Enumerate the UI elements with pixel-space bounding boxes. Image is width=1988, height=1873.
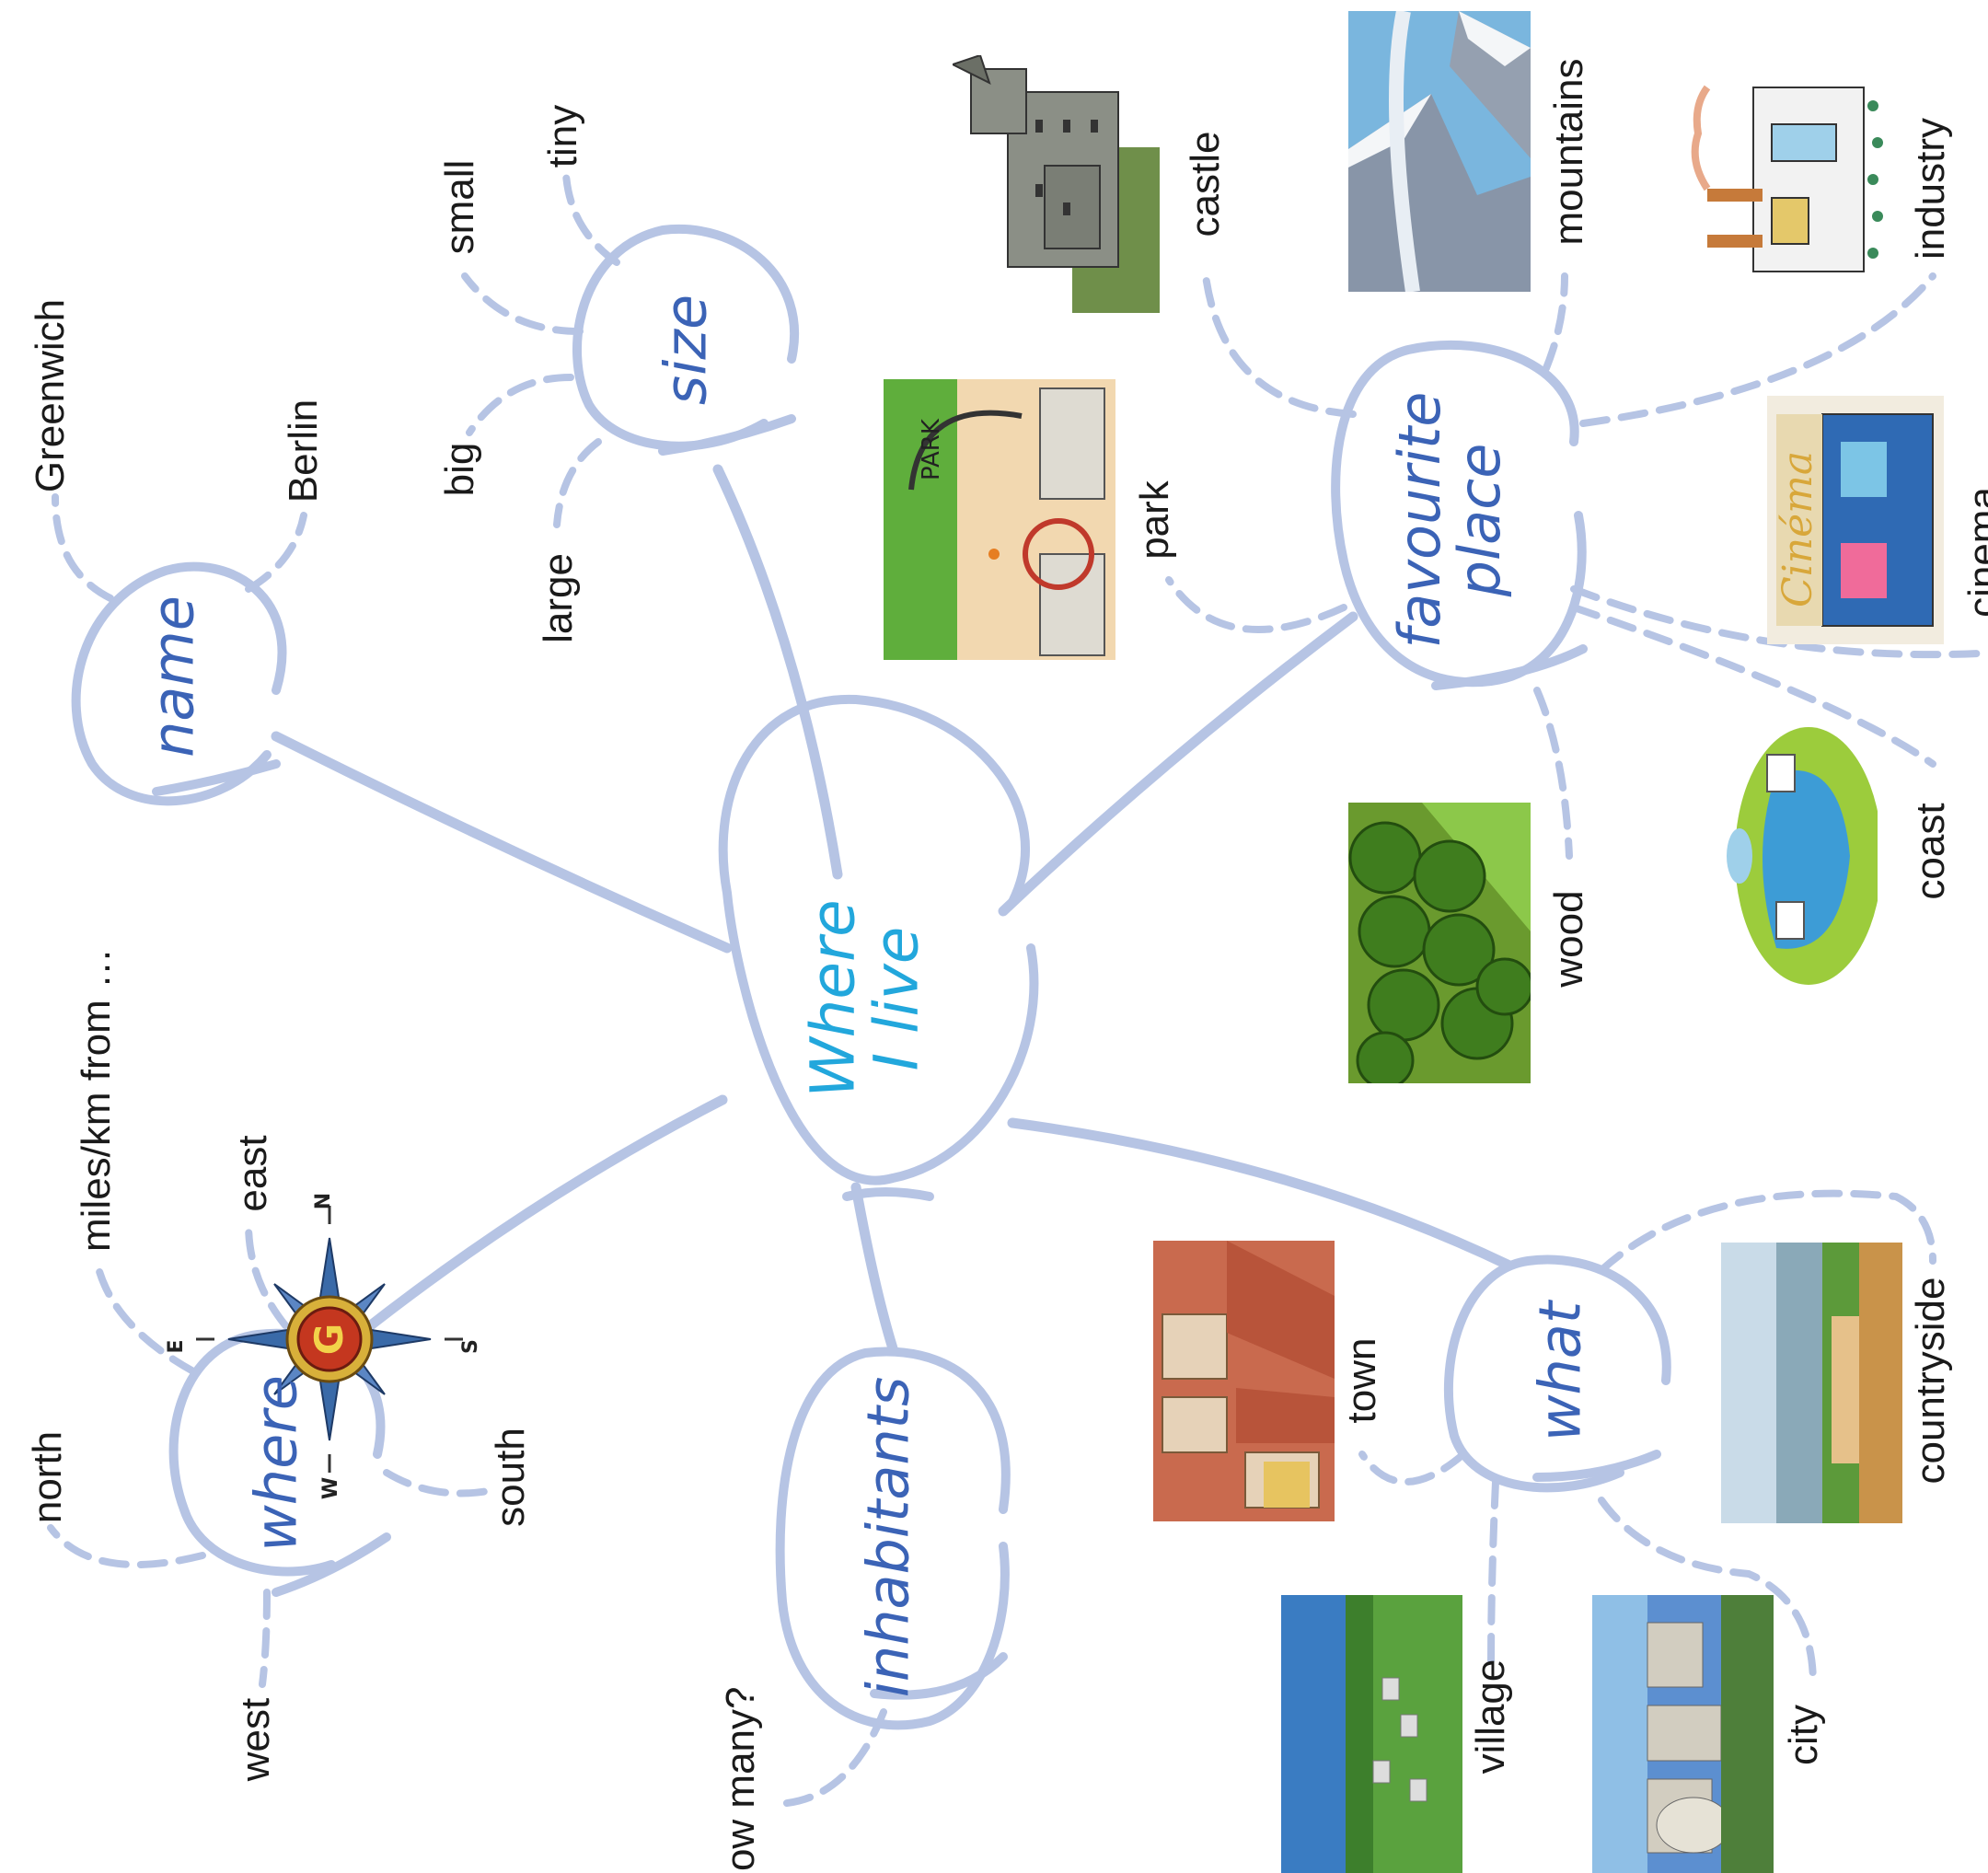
hub-circle-inhabitants — [775, 1347, 1011, 1730]
leaf-coast: coast — [1908, 803, 1953, 900]
center-title-line2: I live — [861, 926, 932, 1071]
hub-circle-center — [718, 694, 1039, 1185]
wood-picture — [1348, 803, 1531, 1083]
connector-what — [1007, 1117, 1515, 1271]
leaf-industry: industry — [1908, 117, 1953, 260]
dash-city — [1598, 1497, 1817, 1688]
dash-castle — [1202, 272, 1357, 418]
dash-greenwich — [52, 493, 114, 602]
hub-tail-inhabitants — [870, 1652, 1008, 1700]
dash-industry — [1579, 272, 1936, 427]
dash-wood — [1533, 687, 1573, 860]
leaf-park: park — [1132, 480, 1177, 560]
dash-big — [466, 374, 574, 436]
village-picture — [1281, 1595, 1462, 1873]
compass-east-letter: E — [165, 1339, 188, 1353]
leaf-mountains: mountains — [1546, 58, 1591, 246]
dash-south — [383, 1469, 491, 1497]
leaf-cinema: cinema — [1960, 487, 1988, 618]
leaf-city: city — [1781, 1705, 1826, 1765]
leaf-berlin: Berlin — [281, 399, 326, 503]
dash-town — [1358, 1451, 1467, 1486]
hub-circle-what — [1444, 1254, 1671, 1493]
dash-berlin — [245, 512, 307, 593]
leaf-west: west — [233, 1697, 278, 1782]
hub-tail-what — [1532, 1450, 1661, 1482]
leaf-village: village — [1468, 1659, 1513, 1775]
factory-icon — [1691, 85, 1883, 272]
hub-tail-where — [272, 1532, 391, 1597]
hub-tail-size — [658, 414, 796, 456]
hub-favourite-place: favourite place — [1385, 391, 1513, 649]
cinema-sign: Cinéma — [1774, 451, 1821, 607]
leaf-town: town — [1339, 1337, 1384, 1424]
dash-coast — [1570, 604, 1936, 768]
dash-north — [47, 1524, 206, 1568]
leaf-greenwich: Greenwich — [28, 298, 73, 493]
hub-tail-name — [152, 759, 281, 796]
dash-countryside — [1598, 1189, 1936, 1274]
leaf-countryside: countryside — [1908, 1277, 1953, 1485]
leaf-miles-km: miles/km from … — [74, 948, 119, 1252]
leaf-wood: wood — [1546, 890, 1591, 988]
dash-small — [461, 272, 584, 335]
leaf-north: north — [25, 1430, 70, 1524]
countryside-picture — [1721, 1243, 1902, 1523]
dash-miles-km — [93, 1257, 197, 1375]
mountains-picture — [1348, 11, 1531, 292]
connector-inhabitants — [850, 1182, 898, 1354]
compass-letter: G — [306, 1324, 352, 1355]
leaf-large: large — [536, 553, 581, 643]
castle-icon — [953, 55, 1160, 313]
city-picture — [1592, 1595, 1774, 1873]
center-title: Where I live — [797, 899, 932, 1098]
dash-village — [1487, 1478, 1499, 1670]
town-picture — [1153, 1241, 1335, 1521]
leaf-how-many: how many? — [718, 1686, 763, 1873]
hub-inhabitants: inhabitants — [854, 1376, 922, 1698]
center-title-line1: Where — [797, 899, 869, 1098]
hub-what: what — [1526, 1301, 1594, 1442]
dash-park — [1165, 576, 1347, 633]
leaf-small: small — [437, 159, 482, 255]
dash-tiny — [562, 171, 620, 266]
leaf-big: big — [437, 442, 482, 497]
leaf-tiny: tiny — [540, 104, 585, 168]
hub-favourite-place-line2: place — [1446, 443, 1513, 597]
hub-favourite-place-line1: favourite — [1385, 391, 1453, 649]
compass-rose-icon: G N S W E — [165, 1193, 482, 1499]
connector-size — [712, 464, 843, 880]
park-sign: PARK — [918, 418, 945, 480]
cinema-icon: Cinéma — [1767, 396, 1944, 644]
compass-north-letter: N — [312, 1193, 335, 1209]
leaf-east: east — [230, 1135, 275, 1212]
leaf-castle: castle — [1183, 131, 1228, 237]
dash-mountains — [1543, 272, 1568, 372]
hub-name: name — [139, 595, 207, 757]
dash-east — [245, 1220, 289, 1329]
connector-where — [353, 1094, 728, 1340]
leaf-south: south — [488, 1428, 533, 1527]
island-icon — [1727, 727, 1878, 985]
hub-where: where — [242, 1375, 310, 1552]
hub-tail-center — [842, 1187, 934, 1201]
hub-size: size — [652, 294, 720, 406]
dash-large — [553, 438, 602, 528]
dash-how-many — [769, 1708, 887, 1808]
compass-south-letter: S — [459, 1339, 482, 1354]
connector-favourite-place — [998, 611, 1358, 917]
connector-name — [271, 731, 733, 954]
hub-circle-favourite-place — [1331, 340, 1587, 688]
hub-circle-name — [71, 561, 287, 806]
hub-circle-size — [572, 224, 800, 451]
compass-west-letter: W — [319, 1477, 342, 1499]
dash-west — [259, 1589, 271, 1688]
hub-tail-favourite-place — [1431, 644, 1588, 690]
park-picture: PARK — [884, 379, 1115, 660]
